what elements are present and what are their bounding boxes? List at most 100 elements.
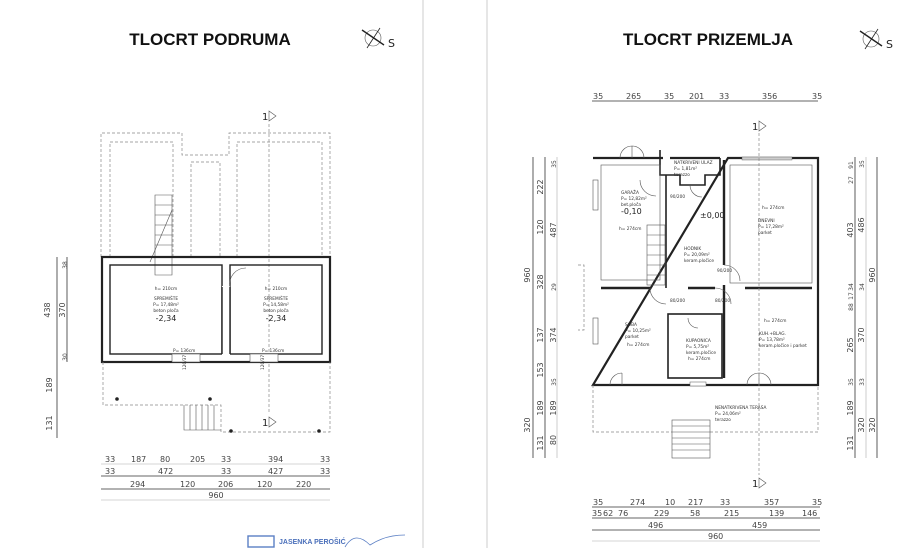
dimension: 120 [180, 480, 195, 489]
room-area: P= 13,78m² [759, 337, 785, 343]
dimension: 220 [296, 480, 311, 489]
room-name: NATKRIVENI ULAZ [674, 160, 713, 166]
room-terasa: NENATKRIVENA TERASA P= 24,06m² terazzo [715, 405, 767, 423]
dimension: 80 [160, 455, 170, 464]
dimension: 34 [848, 283, 855, 291]
room-name: DNEVNI [758, 218, 775, 224]
dimension: 80 [549, 435, 558, 445]
door-size: 90/200 [670, 194, 685, 200]
north-arrow-icon: S [361, 27, 395, 50]
dimension: 487 [549, 222, 558, 237]
dimension: 33 [221, 467, 231, 476]
dimension: 131 [536, 435, 545, 450]
dimension: 189 [45, 377, 54, 392]
dimension: 34 [859, 283, 866, 291]
dimension: 960 [523, 267, 532, 282]
room-level: -0,10 [621, 207, 642, 216]
room-floor: bet.ploča [621, 201, 641, 208]
room-floor: keram.pločice i parket [759, 342, 807, 349]
room-area: P= 17,48m² [153, 302, 179, 308]
room-floor: terazzo [674, 172, 690, 178]
ground-floor-plan: TLOCRT PRIZEMLJA S 1 1 35 265 35 201 33 … [523, 28, 893, 542]
dimension: 35 [593, 498, 603, 507]
room-height: h= 274cm [764, 318, 786, 324]
basement-title: TLOCRT PODRUMA [129, 30, 290, 49]
room-dnevni: h= 274cm DNEVNI P= 17,28m² parket [758, 205, 784, 236]
dimension: 357 [764, 498, 779, 507]
room-area: P= 12,82m² [621, 196, 647, 202]
dimension: 403 [846, 222, 855, 237]
dimension: 206 [218, 480, 233, 489]
window-size: 120/37 [260, 355, 266, 370]
dimension: 215 [724, 509, 739, 518]
dimension: 205 [190, 455, 205, 464]
bottom-dim-row-1: 35 274 10 217 33 357 35 [593, 498, 822, 507]
room-name: SOBA [625, 322, 637, 328]
dimension: 35 [812, 92, 822, 101]
room-height: h= 274cm [619, 226, 641, 232]
dimension: 33 [320, 467, 330, 476]
dimension: 229 [654, 509, 669, 518]
dimension: 30 [62, 353, 69, 361]
dimension: 459 [752, 521, 767, 530]
dimension: 33 [720, 498, 730, 507]
dimension: 88 [848, 303, 855, 311]
dimension: 222 [536, 179, 545, 194]
north-label: S [886, 38, 893, 51]
room-height: h= 274cm [688, 356, 710, 362]
room-floor: terazzo [715, 417, 731, 423]
dimension: 91 [848, 161, 855, 169]
architect-stamp: JASENKA PEROŠIĆ [247, 534, 406, 548]
window-label: P= 136cm [173, 348, 195, 354]
dimension: 153 [536, 362, 545, 377]
section-mark-top: 1 [752, 122, 758, 133]
basement-plan: TLOCRT PODRUMA S 1 1 h= 210cm SPREMIŠ [43, 27, 406, 548]
dimension: 38 [62, 261, 69, 269]
dimension: 35 [848, 378, 855, 386]
room-area: P= 10,25m² [625, 328, 651, 334]
dimension: 374 [549, 327, 558, 342]
staircase [646, 224, 666, 286]
window-size: 120/37 [182, 355, 188, 370]
top-dim-row: 35 265 35 201 33 356 35 [593, 92, 822, 101]
dimension: 27 [848, 176, 855, 184]
dimension: 139 [769, 509, 784, 518]
dimension: 370 [58, 302, 67, 317]
dimension: 62 [603, 509, 613, 518]
staircase [149, 194, 173, 276]
dimension: 960 [868, 267, 877, 282]
room-area: P= 1,81m² [674, 166, 697, 172]
dimension: 131 [45, 415, 54, 430]
room-area: P= 20,09m² [684, 252, 710, 258]
room-height: h= 274cm [627, 342, 649, 348]
dimension-total: 960 [708, 532, 723, 541]
dimension: 394 [268, 455, 283, 464]
window-label: P= 136cm [262, 348, 284, 354]
stamp-name: JASENKA PEROŠIĆ [279, 537, 346, 546]
dimension: 76 [618, 509, 628, 518]
dimension: 137 [536, 327, 545, 342]
room-name: SPREMIŠTE [264, 295, 288, 302]
room-floor: keram.pločice [684, 257, 714, 264]
room-name: KUPAONICA [686, 338, 711, 344]
dimension: 274 [630, 498, 645, 507]
window [249, 353, 279, 363]
dimension: 265 [626, 92, 641, 101]
room-kuhinja-blagovaona: h= 274cm KUH.+BLAG. P= 13,78m² keram.plo… [759, 318, 807, 349]
dimension: 35 [551, 160, 558, 168]
dimension: 35 [593, 92, 603, 101]
room-name: SPREMIŠTE [154, 295, 178, 302]
dimension: 320 [868, 417, 877, 432]
dimension: 29 [551, 283, 558, 291]
dimension: 33 [105, 467, 115, 476]
room-height: h= 210cm [265, 286, 287, 292]
dimension: 294 [130, 480, 145, 489]
room-floor: parket [625, 334, 639, 340]
dimension: 146 [802, 509, 817, 518]
bottom-dim-row-1: 33 187 80 205 33 394 33 [105, 455, 330, 464]
room-area: P= 14,58m² [263, 302, 289, 308]
dimension: 189 [846, 400, 855, 415]
section-mark-top: 1 [262, 112, 268, 123]
north-arrow-icon: S [859, 28, 893, 51]
room-height: h= 210cm [155, 286, 177, 292]
